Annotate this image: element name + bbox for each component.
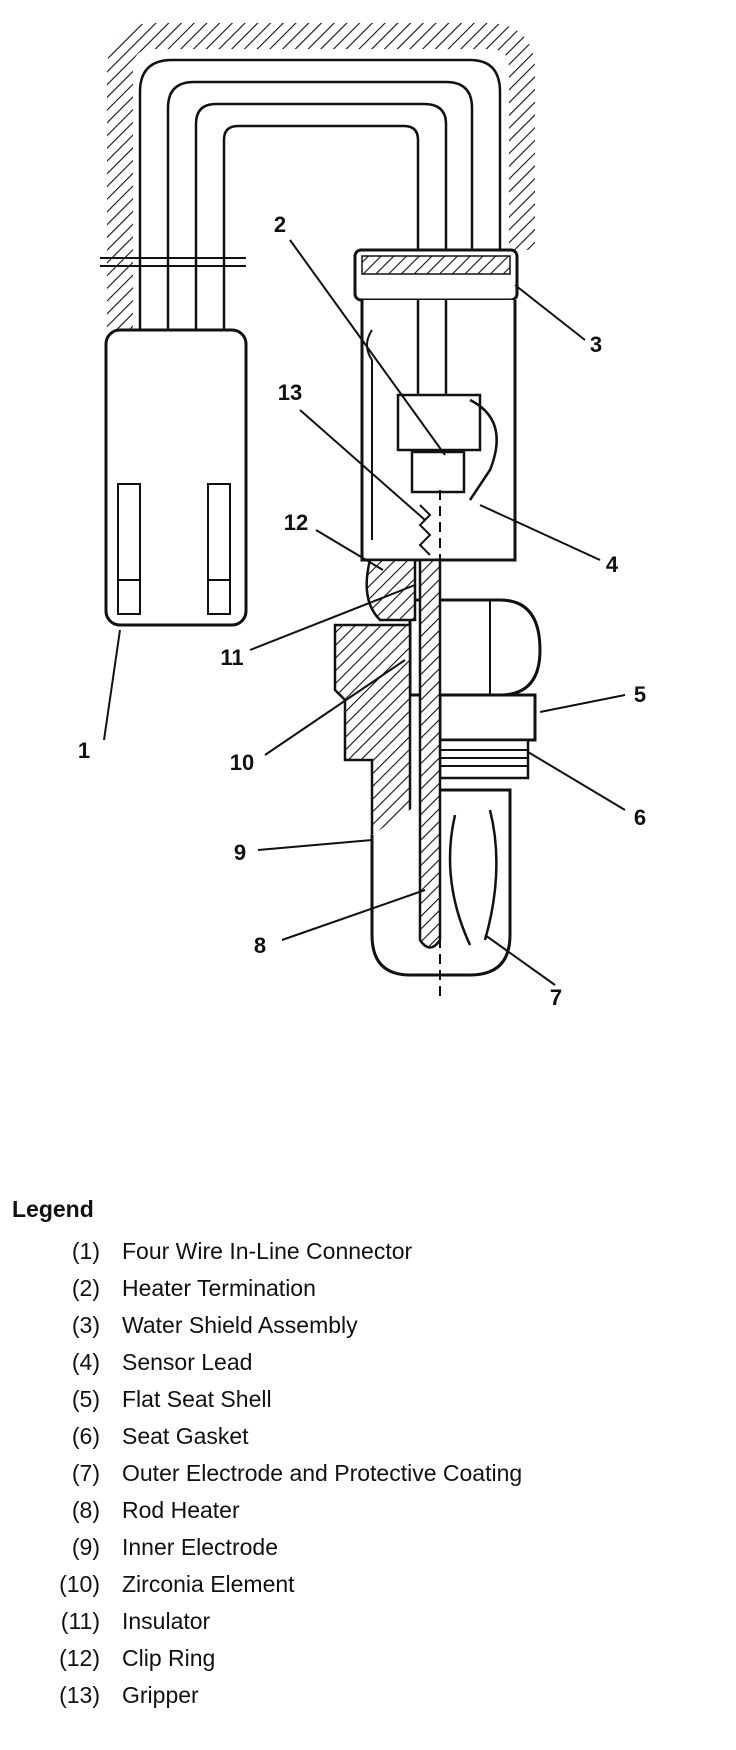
legend-item-number: (12) xyxy=(59,1645,100,1671)
legend-item: (5) Flat Seat Shell xyxy=(12,1381,712,1418)
legend-item-number: (3) xyxy=(71,1312,100,1338)
callout-11: 11 xyxy=(220,645,243,670)
legend-item: (12) Clip Ring xyxy=(12,1640,712,1677)
legend-item: (4) Sensor Lead xyxy=(12,1344,712,1381)
legend-item: (11) Insulator xyxy=(12,1603,712,1640)
legend-item: (9) Inner Electrode xyxy=(12,1529,712,1566)
legend-item-number: (5) xyxy=(71,1386,100,1412)
legend-item-label: Gripper xyxy=(122,1682,199,1708)
legend-item: (10) Zirconia Element xyxy=(12,1566,712,1603)
sensor-body xyxy=(333,248,542,1000)
legend: Legend (1) Four Wire In-Line Connector (2… xyxy=(12,1196,712,1714)
callout-10: 10 xyxy=(230,750,254,775)
legend-item-number: (6) xyxy=(71,1423,100,1449)
legend-item: (8) Rod Heater xyxy=(12,1492,712,1529)
cable-harness xyxy=(100,23,535,420)
callout-12: 12 xyxy=(284,510,308,535)
legend-title: Legend xyxy=(12,1196,94,1222)
legend-item-label: Rod Heater xyxy=(122,1497,240,1523)
callout-4: 4 xyxy=(606,552,619,577)
legend-item-label: Outer Electrode and Protective Coating xyxy=(122,1460,523,1486)
legend-list: (1) Four Wire In-Line Connector (2) Heater… xyxy=(12,1233,712,1714)
legend-item: (2) Heater Termination xyxy=(12,1270,712,1307)
leader-lines xyxy=(103,239,626,986)
legend-item-number: (10) xyxy=(59,1571,100,1597)
legend-item-number: (2) xyxy=(71,1275,100,1301)
legend-item-number: (7) xyxy=(71,1460,100,1486)
legend-item-number: (9) xyxy=(71,1534,100,1560)
legend-item-label: Four Wire In-Line Connector xyxy=(122,1238,413,1264)
callout-2: 2 xyxy=(274,212,286,237)
callout-labels: 1 2 3 4 5 6 7 8 9 10 11 12 13 xyxy=(78,212,646,1010)
callout-5: 5 xyxy=(634,682,646,707)
callout-8: 8 xyxy=(254,933,266,958)
legend-item-label: Zirconia Element xyxy=(122,1571,295,1597)
legend-item-label: Insulator xyxy=(122,1608,211,1634)
legend-item-number: (4) xyxy=(71,1349,100,1375)
legend-item-label: Flat Seat Shell xyxy=(122,1386,272,1412)
legend-item-label: Water Shield Assembly xyxy=(122,1312,358,1338)
callout-7: 7 xyxy=(550,985,562,1010)
legend-item-label: Inner Electrode xyxy=(122,1534,278,1560)
legend-item-label: Clip Ring xyxy=(122,1645,216,1671)
callout-3: 3 xyxy=(590,332,602,357)
legend-item: (1) Four Wire In-Line Connector xyxy=(12,1233,712,1270)
legend-item-number: (8) xyxy=(71,1497,100,1523)
callout-9: 9 xyxy=(234,840,246,865)
legend-item: (6) Seat Gasket xyxy=(12,1418,712,1455)
callout-13: 13 xyxy=(278,380,302,405)
legend-item-number: (1) xyxy=(71,1238,100,1264)
legend-item-number: (13) xyxy=(59,1682,100,1708)
legend-item-number: (11) xyxy=(60,1608,100,1634)
legend-item-label: Seat Gasket xyxy=(122,1423,249,1449)
oxygen-sensor-diagram: 1 2 3 4 5 6 7 8 9 10 11 12 13 xyxy=(78,23,646,1010)
legend-item-label: Heater Termination xyxy=(122,1275,316,1301)
legend-item: (3) Water Shield Assembly xyxy=(12,1307,712,1344)
legend-item: (13) Gripper xyxy=(12,1677,712,1714)
legend-item-label: Sensor Lead xyxy=(122,1349,253,1375)
callout-1: 1 xyxy=(78,738,90,763)
legend-item: (7) Outer Electrode and Protective Coatin… xyxy=(12,1455,712,1492)
connector-body xyxy=(104,328,248,627)
callout-6: 6 xyxy=(634,805,646,830)
